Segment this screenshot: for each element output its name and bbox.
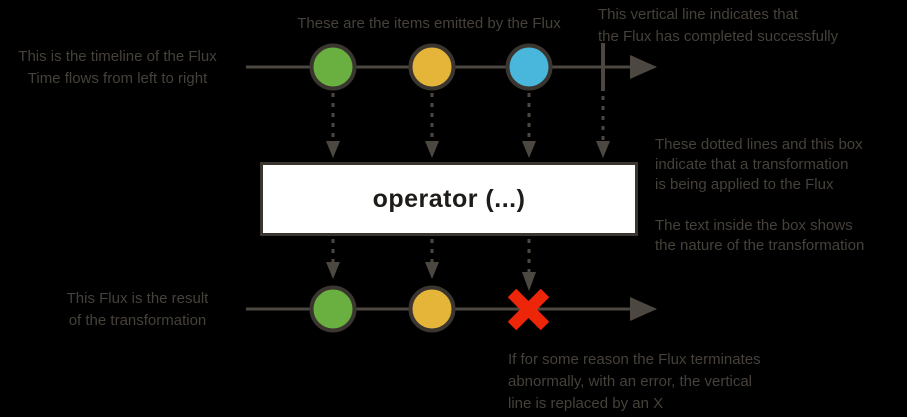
note-box-text: The text inside the box shows the nature… (655, 216, 864, 256)
note-complete: This vertical line indicates that the Fl… (598, 4, 838, 48)
note-result-line1: This Flux is the result (66, 290, 209, 307)
note-transform-line2: indicate that a transformation (655, 156, 849, 173)
source-marble-yellow (408, 43, 456, 91)
result-marble-yellow (408, 285, 456, 333)
error-x-icon (507, 288, 550, 331)
note-error: If for some reason the Flux terminates a… (508, 349, 761, 415)
connector-arrow-icon (596, 141, 610, 158)
note-transform-line3: is being applied to the Flux (655, 176, 834, 193)
note-timeline-line2: Time flows from left to right (27, 70, 208, 87)
source-timeline-arrow-icon (630, 55, 657, 79)
note-result: This Flux is the result of the transform… (30, 288, 245, 332)
operator-label: operator (...) (372, 184, 526, 213)
result-marble-green (309, 285, 357, 333)
result-timeline-arrow-icon (630, 297, 657, 321)
note-items-line1: These are the items emitted by the Flux (297, 15, 561, 32)
note-items: These are the items emitted by the Flux (259, 13, 599, 35)
operator-box (260, 162, 638, 236)
note-box-text-line1: The text inside the box shows (655, 217, 853, 234)
note-result-line2: of the transformation (68, 312, 207, 329)
note-error-line2: abnormally, with an error, the vertical (508, 373, 752, 390)
source-marble-blue (505, 43, 553, 91)
source-timeline (246, 43, 657, 91)
note-transform: These dotted lines and this box indicate… (655, 135, 863, 195)
note-box-text-line2: the nature of the transformation (655, 237, 865, 254)
result-timeline (246, 285, 657, 333)
connector-arrow-icon (326, 141, 340, 158)
note-transform-line1: These dotted lines and this box (655, 136, 863, 153)
connector-arrow-icon (522, 141, 536, 158)
note-error-line1: If for some reason the Flux terminates (508, 351, 761, 368)
connector-arrow-icon (425, 141, 439, 158)
connector-arrow-icon (522, 272, 536, 291)
connector-arrow-icon (425, 262, 439, 279)
connectors-into-operator (326, 93, 610, 158)
note-complete-line1: This vertical line indicates that (598, 6, 799, 23)
connector-arrow-icon (326, 262, 340, 279)
connectors-out-of-operator (326, 239, 536, 291)
note-complete-line2: the Flux has completed successfully (598, 28, 839, 45)
note-timeline-line1: This is the timeline of the Flux (18, 48, 217, 65)
note-error-line3: line is replaced by an X (508, 395, 664, 412)
source-marble-green (309, 43, 357, 91)
note-timeline: This is the timeline of the Flux Time fl… (5, 46, 230, 90)
